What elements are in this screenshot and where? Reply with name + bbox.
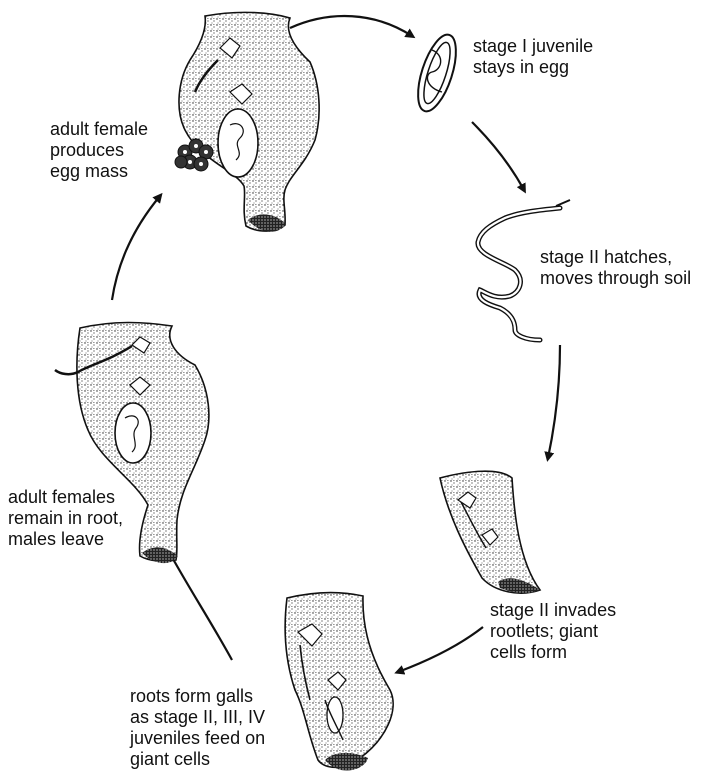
egg-illustration [410,30,463,115]
stage2-hatch-label: stage II hatches, moves through soil [540,247,691,289]
adult-remain-label: adult females remain in root, males leav… [8,487,123,550]
arrow-egg-mass-to-stage1 [290,16,412,36]
arrow-stage1-to-hatch [472,122,524,190]
egg-mass-label: adult female produces egg mass [50,119,148,182]
root-tip-invaded-illustration [440,471,540,593]
stage1-label: stage I juvenile stays in egg [473,36,593,78]
arrow-adult-to-egg-mass [112,196,160,300]
root-gall-illustration [285,593,393,771]
galls-label: roots form galls as stage II, III, IV ju… [130,686,265,770]
arrow-invade-to-gall [398,627,483,672]
arrow-hatch-to-invade [548,345,560,458]
stage2-invade-label: stage II invades rootlets; giant cells f… [490,600,616,663]
arrow-gall-to-adult [168,550,232,660]
adult-female-egg-mass-illustration [175,12,319,231]
